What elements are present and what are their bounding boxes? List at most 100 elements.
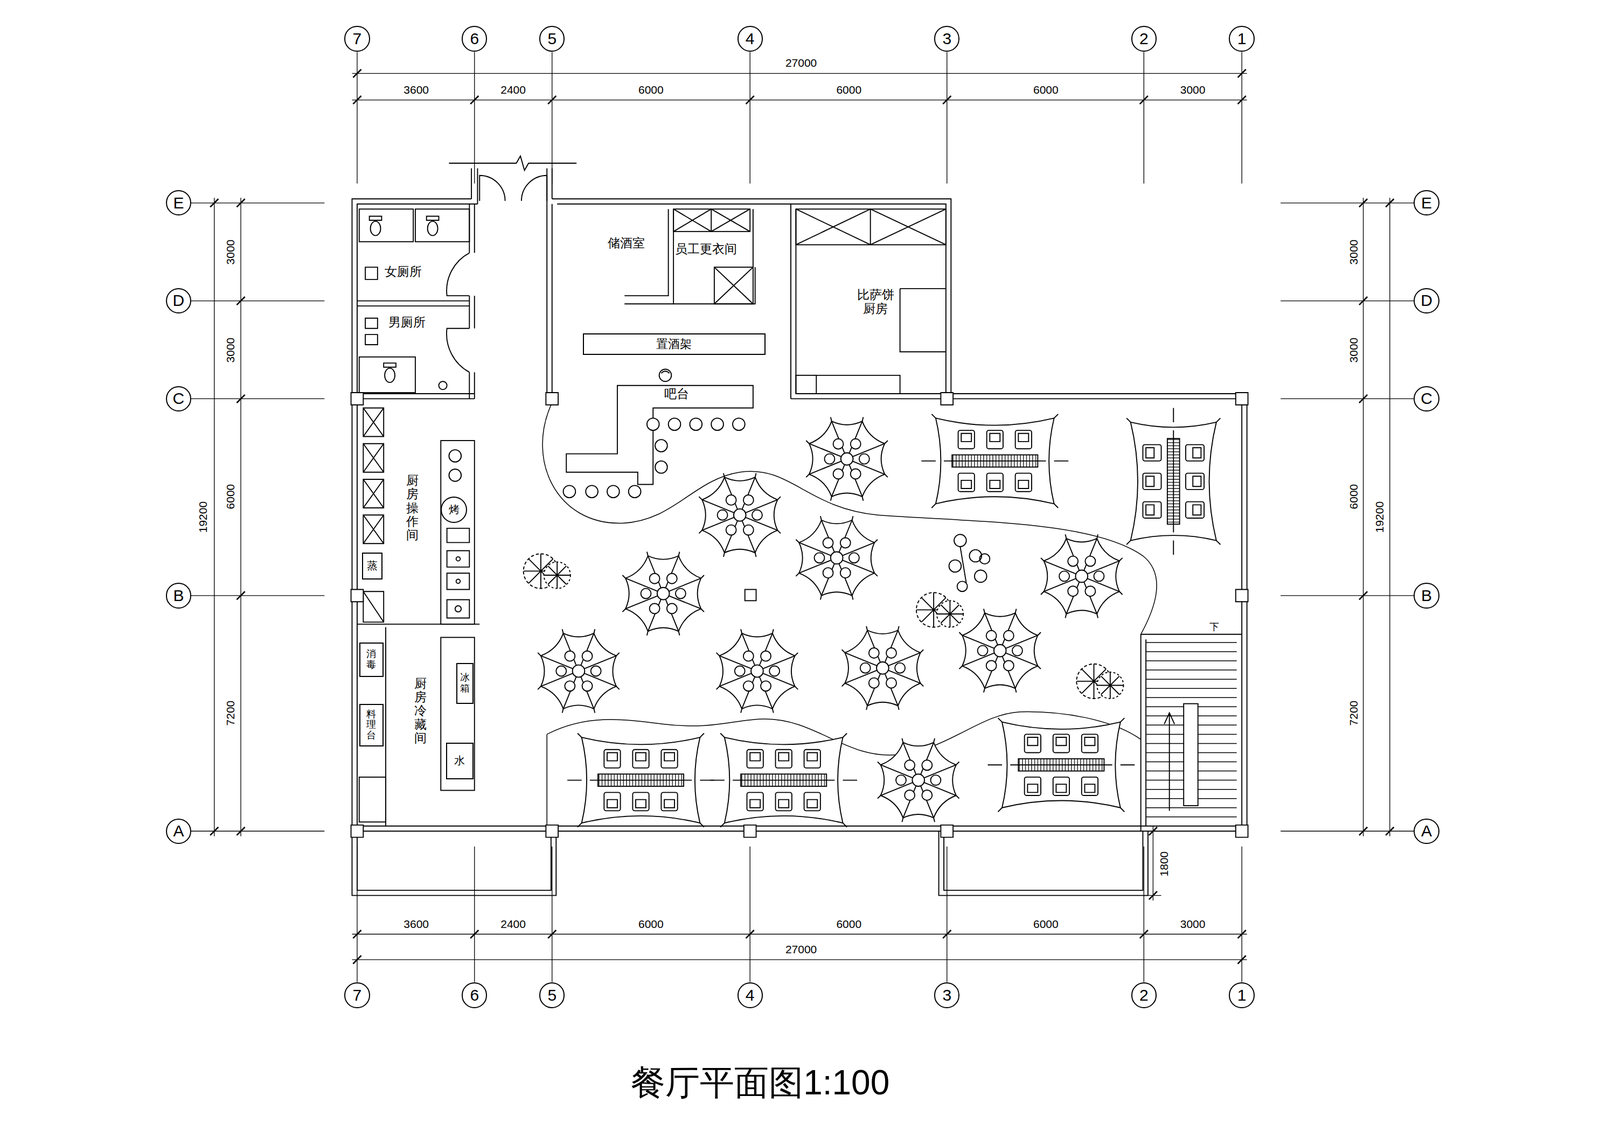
toilet-stall [359,209,414,242]
node-text: C [172,389,185,409]
canopy-booth [710,733,858,827]
axis-bubble: 3 [934,25,960,52]
stove-burner [448,449,462,463]
room-label: 女厕所 [383,264,423,279]
bar-stool [585,485,598,498]
dimension-text: 6000 [1032,917,1060,931]
dimension-text: 2400 [499,83,527,97]
axis-bubble: C [165,386,192,412]
locker-cross [714,267,754,304]
umbrella-table [795,516,878,600]
dimension-ticks [210,69,1394,965]
room-label: 厨房操作间 [405,474,420,542]
outer-wall [351,198,1247,832]
toilet-bowl [370,221,381,236]
storage-wall [624,209,674,304]
node-text: A [1421,822,1432,841]
node-text: 烤 [448,503,460,517]
umbrella-table [622,551,705,636]
kitchen-sinks [447,528,470,619]
dimension-text: 1800 [1157,850,1171,879]
toilet-fixtures [365,216,439,367]
node-text: 4 [745,986,755,1006]
stair-steps [1145,642,1237,818]
axis-lines [190,52,1415,983]
axis-bubble: 4 [737,982,763,1008]
double-door [479,175,547,201]
umbrella-table [958,608,1041,693]
dimension-text: 27000 [784,943,818,957]
toilet-doors [446,253,470,373]
node-text: 蒸 [366,559,378,573]
dimension-text: 6000 [835,917,863,931]
dimension-text: 19200 [196,500,210,534]
kitchen-partition [357,624,480,827]
dimension-text: 3000 [1179,83,1207,97]
umbrella-table [877,738,960,823]
node-text: 6 [469,29,479,49]
axis-bubble: 2 [1131,982,1157,1008]
axis-bubble: D [1413,288,1439,314]
tree-plant [523,553,571,589]
axis-bubble: 5 [539,982,565,1008]
door-jambs [448,156,577,205]
bar-stool [689,418,702,431]
cabinet-cross [795,209,946,245]
room-label: 比萨饼 厨房 [853,287,897,317]
steamer-box: 蒸 [362,552,383,580]
node-text: 消毒 [366,649,377,671]
node-text: 3 [942,29,952,49]
axis-bubble: D [165,288,192,314]
bartender [659,369,672,382]
toilet-walls [357,204,475,400]
node-text: D [1420,291,1433,311]
axis-bubble: 1 [1228,25,1255,52]
node-text: C [1420,389,1433,409]
cold-counter [440,637,475,791]
axis-bubble: E [1413,190,1439,216]
node-text: E [172,193,184,213]
node-text: 4 [745,29,755,49]
bar-stool [563,485,576,498]
bar-stool [647,418,660,431]
axis-bubble: E [165,190,192,216]
dimension-text: 3000 [1347,238,1361,266]
cabinet [673,209,750,232]
axis-bubble: B [1413,582,1439,609]
node-text: 1 [1237,986,1247,1006]
sink-box: 水 [446,742,474,780]
axis-bubble: C [1413,386,1439,412]
dimension-text: 6000 [637,83,665,97]
node-text: 7 [352,986,363,1006]
dimension-text: 6000 [1032,83,1060,97]
canopy-booth [1126,407,1221,555]
axis-bubble: 3 [934,982,960,1008]
node-text: B [172,586,184,606]
oven-symbol: 烤 [440,496,468,524]
room-label: 厨房冷藏间 [413,677,428,746]
axis-bubble: 6 [461,25,488,52]
stair-wall [1141,634,1243,832]
fridge-box: 冰箱 [456,663,474,705]
axis-bubble: 7 [344,982,370,1008]
node-text: 3 [942,986,952,1006]
node-text: 6 [469,986,479,1006]
dimension-text: 3600 [402,917,430,931]
prep-counter: 料理台 [359,704,384,748]
axis-bubble: A [1413,818,1439,845]
axis-bubble: 7 [344,25,370,52]
toilet-bowl [384,368,395,384]
pizza-kitchen-wall [790,204,948,400]
axis-bubble: B [165,582,192,609]
axis-bubble: 2 [1131,25,1157,52]
dimension-text: 27000 [784,56,818,70]
bar-stool [655,439,668,452]
room-label: 储酒室 [606,235,646,250]
canopy-booth [988,718,1136,812]
kitchen-counter [440,440,475,625]
room-label: 员工更衣间 [673,241,739,256]
umbrella-table [842,626,924,711]
umbrella-table [716,629,799,713]
node-text: 7 [352,29,363,49]
